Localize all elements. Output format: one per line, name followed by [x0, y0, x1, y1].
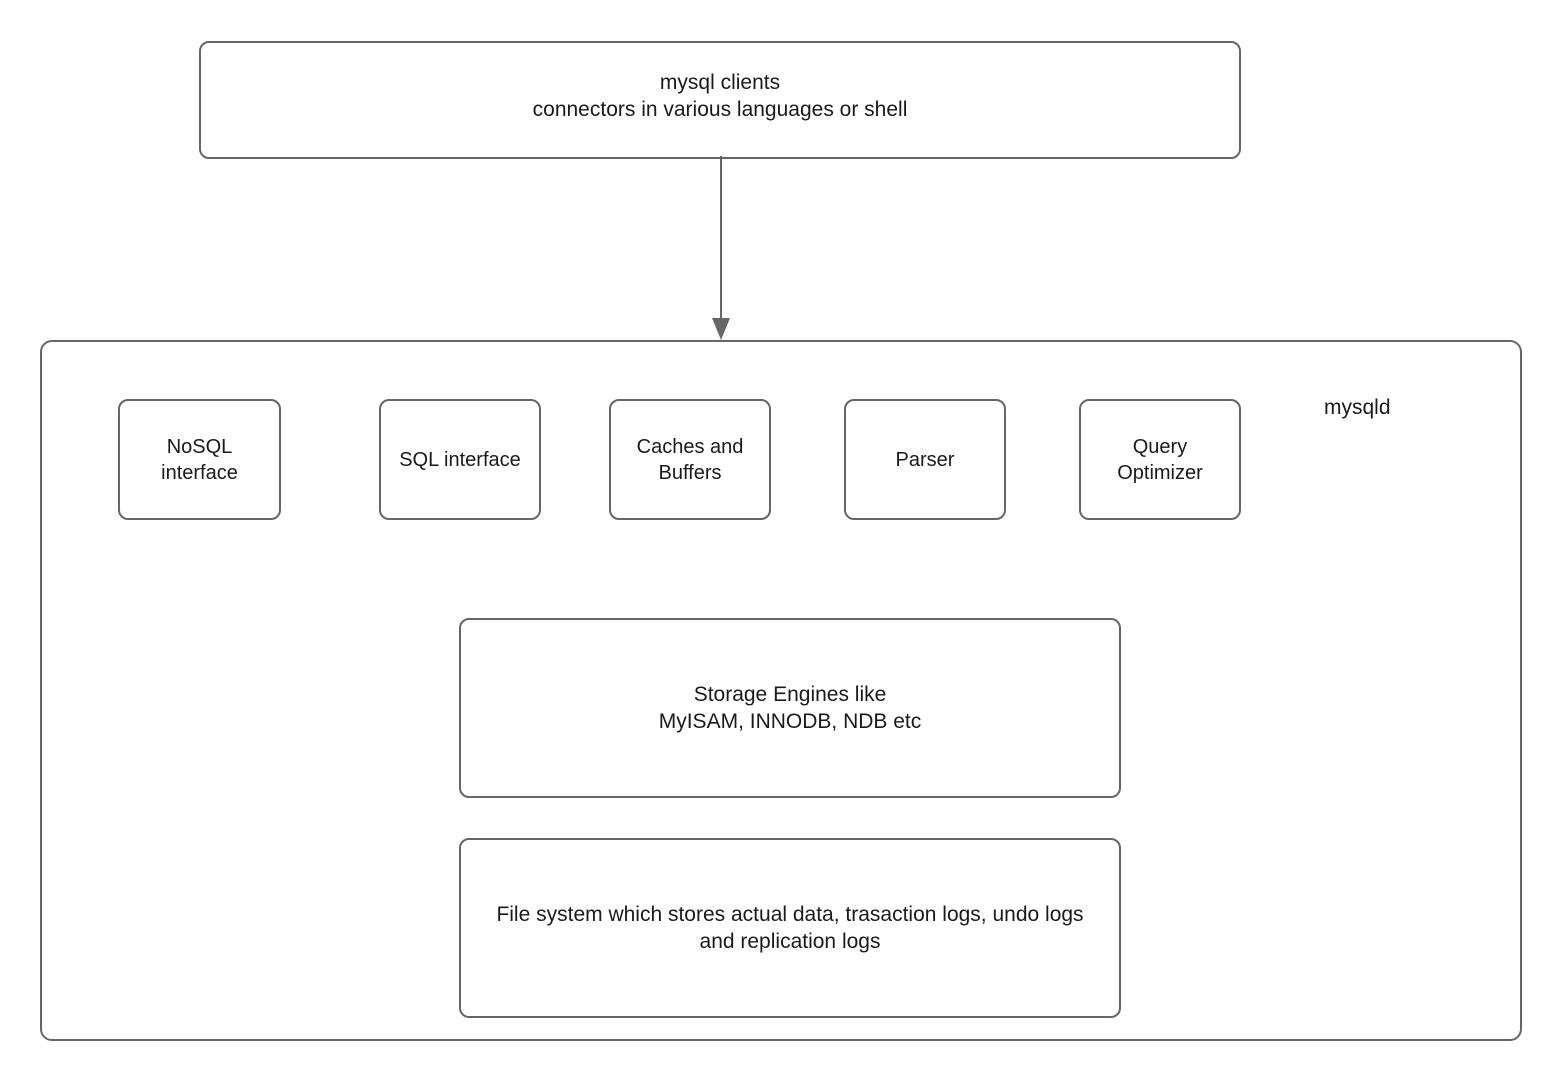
storage-engines-label: Storage Engines like MyISAM, INNODB, NDB… — [658, 682, 922, 733]
component-parser[interactable]: Parser — [844, 399, 1006, 520]
component-query-optimizer[interactable]: Query Optimizer — [1079, 399, 1241, 520]
mysqld-title-label: mysqld — [1324, 396, 1391, 419]
clients-to-mysqld-arrow — [712, 156, 730, 340]
mysql-clients-label: mysql clients connectors in various lang… — [532, 70, 908, 121]
component-caches-and-buffers-label: Caches and Buffers — [636, 435, 744, 484]
file-system-box[interactable]: File system which stores actual data, tr… — [459, 838, 1121, 1018]
file-system-label: File system which stores actual data, tr… — [496, 902, 1084, 953]
component-nosql-interface[interactable]: NoSQL interface — [118, 399, 281, 520]
component-query-optimizer-label: Query Optimizer — [1117, 435, 1203, 484]
component-parser-label: Parser — [895, 448, 955, 471]
mysql-clients-box[interactable]: mysql clients connectors in various lang… — [199, 41, 1241, 159]
component-sql-interface[interactable]: SQL interface — [379, 399, 541, 520]
component-sql-interface-label: SQL interface — [399, 448, 521, 471]
storage-engines-box[interactable]: Storage Engines like MyISAM, INNODB, NDB… — [459, 618, 1121, 798]
component-nosql-interface-label: NoSQL interface — [161, 435, 238, 484]
component-caches-and-buffers[interactable]: Caches and Buffers — [609, 399, 771, 520]
